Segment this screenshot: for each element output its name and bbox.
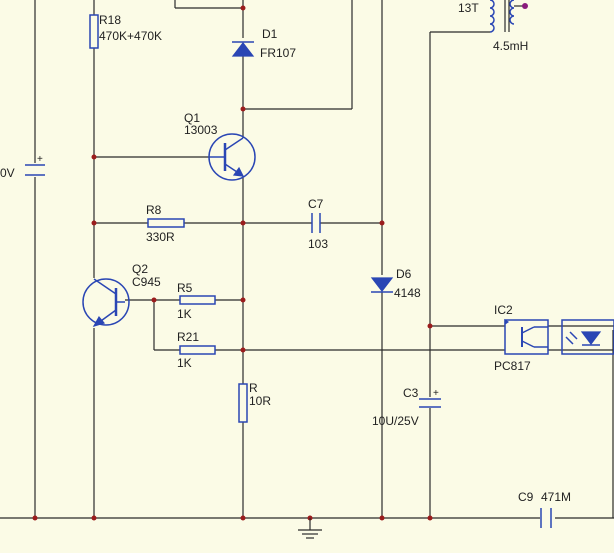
r8-ref: R8 xyxy=(146,203,162,217)
svg-text:+: + xyxy=(433,388,439,399)
transformer-turns: 13T xyxy=(458,1,479,15)
junction-dots xyxy=(32,5,433,521)
r21-value: 1K xyxy=(177,356,192,370)
svg-text:+: + xyxy=(37,154,43,165)
resistor-r5: R5 1K xyxy=(177,281,216,321)
q1-ref: Q1 xyxy=(184,111,200,125)
r8-value: 330R xyxy=(146,230,175,244)
r5-value: 1K xyxy=(177,307,192,321)
d1-value: FR107 xyxy=(260,46,296,60)
c3-ref: C3 xyxy=(403,386,419,400)
c3-value: 10U/25V xyxy=(372,414,419,428)
d6-ref: D6 xyxy=(396,267,412,281)
wires xyxy=(0,0,614,519)
transistor-q1: Q1 13003 xyxy=(184,111,256,181)
capacitor-c3: + C3 10U/25V xyxy=(372,386,441,428)
resistor-r: R 10R xyxy=(238,381,271,423)
r18-value: 470K+470K xyxy=(99,29,162,43)
ic2-value: PC817 xyxy=(494,359,531,373)
r-ref: R xyxy=(249,381,258,395)
ic2-ref: IC2 xyxy=(494,303,513,317)
transformer-inductance: 4.5mH xyxy=(493,39,528,53)
left-capacitor: 0V + xyxy=(0,154,45,180)
q2-value: C945 xyxy=(132,275,161,289)
r21-ref: R21 xyxy=(177,330,199,344)
left-cap-label: 0V xyxy=(0,166,15,180)
c7-ref: C7 xyxy=(308,197,324,211)
diode-d1: D1 FR107 xyxy=(231,27,296,60)
optocoupler-ic2: IC2 PC817 xyxy=(494,303,549,373)
c9-value: 471M xyxy=(541,490,571,504)
capacitor-c9: C9 471M xyxy=(518,490,571,528)
r18-ref: R18 xyxy=(99,13,121,27)
transistor-q2: Q2 C945 xyxy=(82,262,161,327)
c9-ref: C9 xyxy=(518,490,534,504)
d6-value: 4148 xyxy=(394,286,421,300)
d1-ref: D1 xyxy=(262,27,278,41)
diode-d6: D6 4148 xyxy=(370,267,421,300)
q2-ref: Q2 xyxy=(132,262,148,276)
r-value: 10R xyxy=(249,394,271,408)
resistor-r21: R21 1K xyxy=(177,330,216,370)
opto-led xyxy=(561,319,614,355)
c7-value: 103 xyxy=(308,237,328,251)
resistor-r18: R18 470K+470K xyxy=(89,13,162,49)
capacitor-c7: C7 103 xyxy=(308,197,328,251)
q1-value: 13003 xyxy=(184,123,218,137)
r5-ref: R5 xyxy=(177,281,193,295)
resistor-r8: R8 330R xyxy=(146,203,185,244)
ground-icon xyxy=(298,518,322,539)
transformer: 13T 4.5mH xyxy=(458,0,528,53)
